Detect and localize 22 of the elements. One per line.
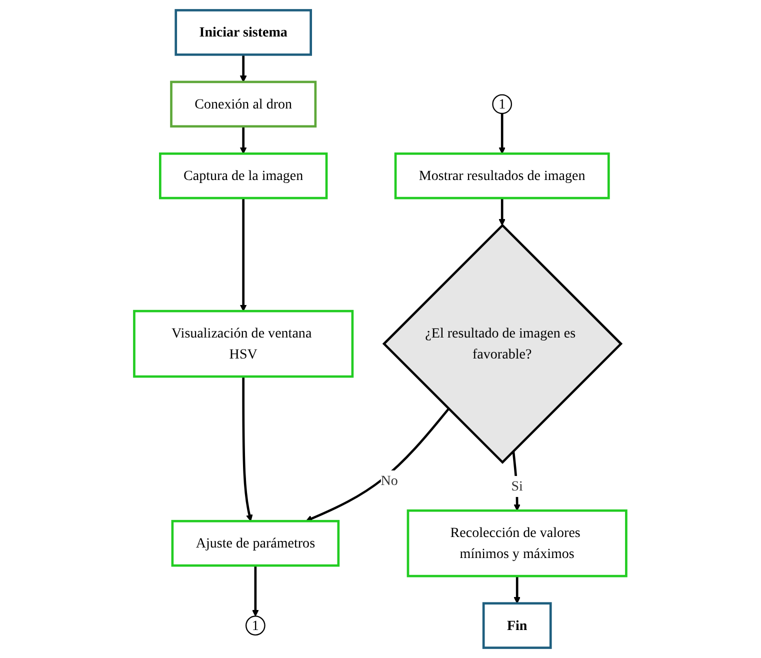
arrow xyxy=(240,54,248,82)
arrow xyxy=(252,566,260,616)
arrow xyxy=(498,114,506,154)
node-box: Fin xyxy=(482,602,552,649)
node-box: Mostrar resultados de imagen xyxy=(394,152,610,200)
node-box: Conexión al dron xyxy=(170,80,317,128)
arrow xyxy=(240,126,248,154)
node-circle: 1 xyxy=(246,616,266,636)
node-box: Captura de la imagen xyxy=(159,152,328,200)
node-box: Ajuste de parámetros xyxy=(172,520,340,567)
edge-label: Si xyxy=(512,478,524,494)
arrow xyxy=(498,198,506,226)
arrow xyxy=(242,376,254,522)
arrow xyxy=(514,576,521,604)
arrow xyxy=(306,408,450,522)
node-diamond: ¿El resultado de imagen es favorable? xyxy=(382,224,623,464)
node-circle: 1 xyxy=(492,94,512,114)
arrow xyxy=(240,198,248,312)
node-box: Recolección de valores mínimos y máximos xyxy=(407,509,628,578)
node-box: Iniciar sistema xyxy=(174,9,312,56)
edge-label: No xyxy=(381,472,398,488)
node-box: Visualización de ventana HSV xyxy=(133,310,354,378)
